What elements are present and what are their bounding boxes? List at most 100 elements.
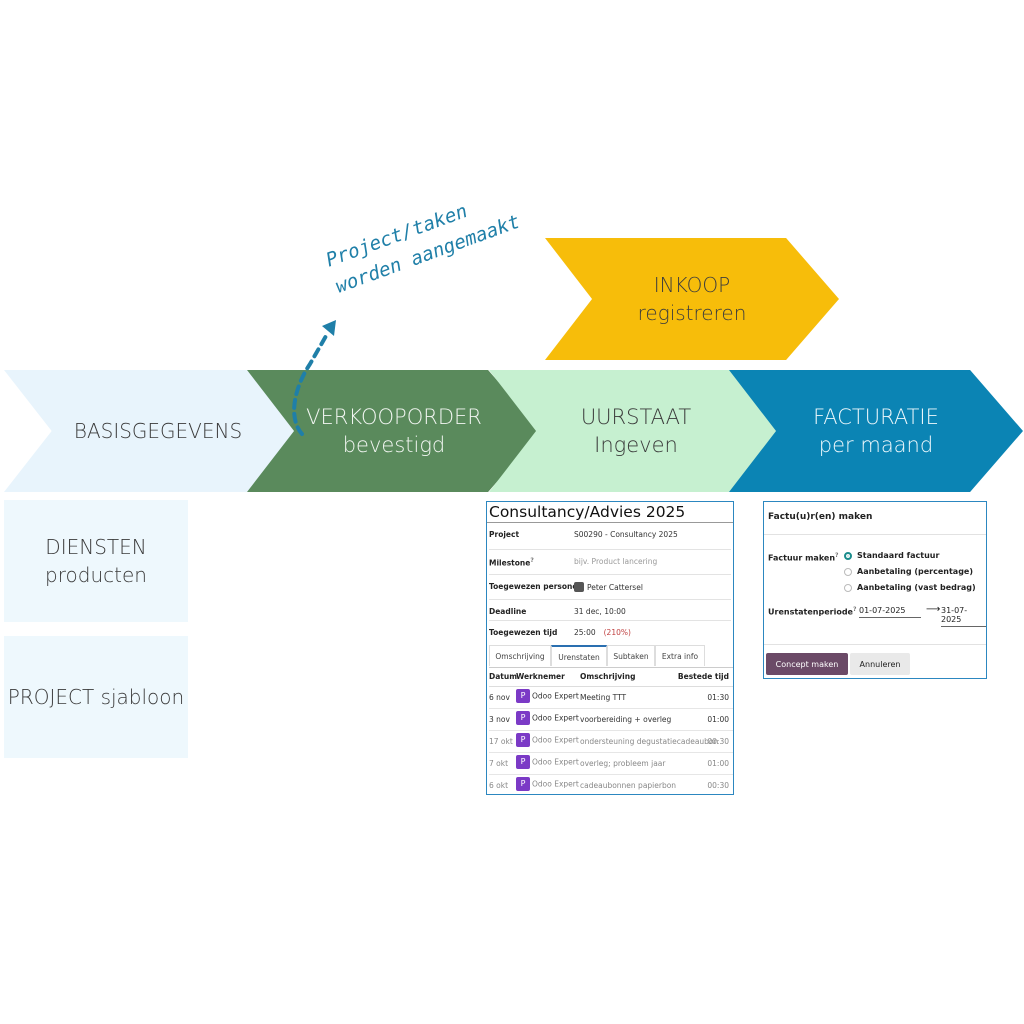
deadline-input[interactable]: 31 dec, 10:00 [574,607,626,616]
row-description: ondersteuning degustatiecadeaubon [580,737,719,746]
field-project: Project S00290 - Consultancy 2025 [489,523,731,550]
row-time: 01:00 [707,759,729,768]
annotation-project-created: Project/taken worden aangemaakt [322,173,548,301]
employee-badge: P [516,689,530,703]
tab-omschrijving[interactable]: Omschrijving [489,645,551,666]
period-label-text: Urenstatenperiode [768,607,853,617]
arrow-right-icon: ⟶ [926,604,941,615]
divider [764,644,986,645]
step-facturatie: FACTURATIE per maand [729,370,1023,492]
step-basisgegevens: BASISGEGEVENS [4,370,302,492]
row-time: 00:30 [707,737,729,746]
field-assigned-label: Toegewezen personen [489,582,583,591]
tab-extra-info[interactable]: Extra info [655,645,705,666]
box-project-label: PROJECT sjabloon [7,685,185,709]
tab-urenstaten[interactable]: Urenstaten [551,645,607,666]
dashed-arrow-icon [292,320,336,436]
row-description: cadeaubonnen papierbon [580,781,677,790]
tab-subtaken[interactable]: Subtaken [607,645,655,666]
allocated-time-percentage: (210%) [603,628,631,637]
col-werknemer[interactable]: Werknemer [516,672,565,681]
help-icon[interactable]: ? [835,552,839,559]
step-facturatie-subtitle: per maand [818,433,934,457]
field-assigned: Toegewezen personen Peter Cattersel [489,575,731,600]
row-description: overleg; probleem jaar [580,759,666,768]
assigned-user-name: Peter Cattersel [587,583,643,592]
cancel-button[interactable]: Annuleren [850,653,910,675]
employee-badge: P [516,755,530,769]
box-diensten: DIENSTEN producten [4,500,188,622]
employee-badge: P [516,711,530,725]
row-date: 6 okt [489,781,509,790]
row-date: 17 okt [489,737,513,746]
task-title: Consultancy/Advies 2025 [487,502,733,523]
task-tabs: Omschrijving Urenstaten Subtaken Extra i… [489,645,733,668]
invoice-type-label: Factuur maken? [768,552,839,563]
employee-badge: P [516,733,530,747]
radio-aanbetaling-vast-bedrag[interactable]: Aanbetaling (vast bedrag) [844,583,976,592]
invoice-type-label-text: Factuur maken [768,553,836,563]
assigned-user[interactable]: Peter Cattersel [574,582,643,592]
row-date: 3 nov [489,715,510,724]
help-icon[interactable]: ? [530,557,534,564]
employee-name: Odoo Expert [532,779,579,789]
radio-label: Aanbetaling (percentage) [857,567,973,576]
task-form-panel: Consultancy/Advies 2025 Project S00290 -… [486,501,734,795]
radio-icon [844,583,852,592]
date-to-input[interactable]: 31-07-2025 [941,606,986,627]
field-deadline-label: Deadline [489,607,527,616]
row-description: voorbereiding + overleg [580,715,672,724]
step-verkooporder-title: VERKOOPORDER [306,405,482,429]
employee-name: Odoo Expert [532,757,579,767]
row-date: 6 nov [489,693,510,702]
box-diensten-title: DIENSTEN [45,535,147,559]
allocated-time-hours: 25:00 [574,628,596,637]
step-inkoop: INKOOP registreren [545,238,839,360]
employee-name: Odoo Expert [532,713,579,723]
radio-aanbetaling-percentage[interactable]: Aanbetaling (percentage) [844,567,973,576]
avatar [574,582,584,592]
milestone-input[interactable]: bijv. Product lancering [574,557,658,566]
step-uurstaat-subtitle: Ingeven [594,433,678,457]
step-facturatie-title: FACTURATIE [813,405,939,429]
step-inkoop-title: INKOOP [653,273,731,297]
radio-icon [844,567,852,576]
radio-selected-icon [844,551,852,560]
row-time: 01:00 [707,715,729,724]
date-from-input[interactable]: 01-07-2025 [859,606,921,618]
radio-label: Aanbetaling (vast bedrag) [857,583,976,592]
period-label: Urenstatenperiode? [768,606,856,617]
field-deadline: Deadline 31 dec, 10:00 [489,600,731,621]
field-allocated-label: Toegewezen tijd [489,628,558,637]
step-basisgegevens-label: BASISGEGEVENS [73,419,243,443]
radio-standaard-factuur[interactable]: Standaard factuur [844,551,939,560]
col-omschrijving[interactable]: Omschrijving [580,672,636,681]
step-uurstaat-title: UURSTAAT [580,405,692,429]
employee-badge: P [516,777,530,791]
invoice-wizard-title: Factu(u)r(en) maken [768,512,873,522]
col-bestede-tijd[interactable]: Bestede tijd [677,672,729,681]
field-milestone-label-text: Milestone [489,558,531,568]
help-icon[interactable]: ? [852,606,857,613]
allocated-time-value[interactable]: 25:00 (210%) [574,628,631,637]
create-draft-button[interactable]: Concept maken [766,653,848,675]
divider [764,534,986,535]
employee-name: Odoo Expert [532,735,579,745]
field-project-label: Project [489,530,520,539]
field-milestone: Milestone? bijv. Product lancering [489,550,731,575]
row-time: 01:30 [707,693,729,702]
timesheet-header: Datum Werknemer Omschrijving Bestede tij… [489,672,733,687]
field-project-value[interactable]: S00290 - Consultancy 2025 [574,530,678,539]
row-time: 00:30 [707,781,729,790]
step-inkoop-subtitle: registreren [637,301,747,325]
col-datum[interactable]: Datum [489,672,518,681]
